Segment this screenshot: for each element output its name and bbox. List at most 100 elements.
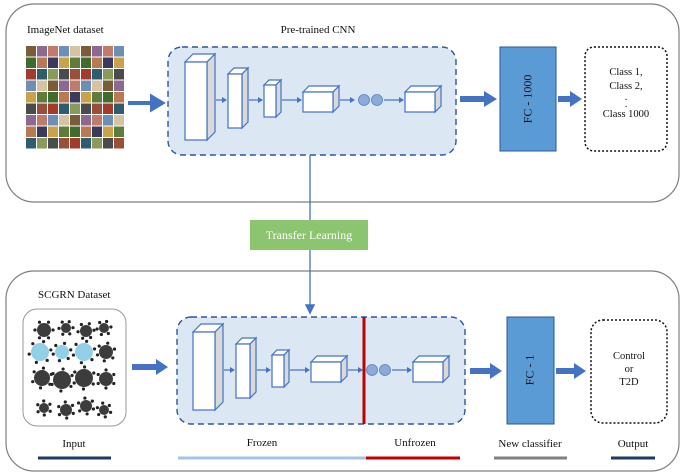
imagenet-thumbnail [59,69,69,80]
imagenet-thumbnail [81,80,91,91]
conv-layer [270,348,291,389]
fc-1-block [506,316,555,425]
imagenet-thumbnail [37,126,47,137]
imagenet-thumbnail [103,115,113,126]
imagenet-thumbnail [48,138,58,149]
ellipsis-dot [371,94,383,106]
imagenet-thumbnail [26,138,36,149]
imagenet-thumbnail [114,46,124,57]
network-thumbnail [76,322,96,340]
new-classifier-label: New classifier [498,438,562,450]
imagenet-thumbnail [70,103,80,114]
imagenet-thumbnail [81,126,91,137]
imagenet-thumbnail [70,69,80,80]
imagenet-thumbnail [26,57,36,68]
imagenet-thumbnail [114,92,124,103]
imagenet-thumbnail [92,69,102,80]
imagenet-thumbnail [92,80,102,91]
imagenet-thumbnail [70,138,80,149]
network-thumbnail [95,319,113,337]
imagenet-thumbnail [114,69,124,80]
imagenet-thumbnail [92,115,102,126]
conv-layer [301,84,341,114]
pretrained-cnn-label: Pre-trained CNN [280,24,356,36]
conv-layer [234,336,258,400]
scgrn-network-images [27,319,117,420]
imagenet-thumbnail [59,57,69,68]
fc-1-label: FC - 1 [522,354,537,386]
conv-layer [411,354,451,384]
conv-layer [183,52,217,142]
imagenet-thumbnail [92,92,102,103]
imagenet-thumbnail [70,126,80,137]
unfrozen-label: Unfrozen [394,437,436,449]
imagenet-thumbnail [59,46,69,57]
imagenet-thumbnail [114,126,124,137]
network-thumbnail [57,400,75,420]
imagenet-thumbnail [37,115,47,126]
network-thumbnail [96,368,116,390]
imagenet-thumbnail [48,80,58,91]
classes-box [584,46,668,152]
imagenet-thumbnail [70,92,80,103]
imagenet-thumbnail [26,126,36,137]
imagenet-thumbnail [59,103,69,114]
conv-layer [262,78,283,119]
imagenet-thumbnail [81,46,91,57]
network-thumbnail [72,365,96,391]
imagenet-thumbnail [81,92,91,103]
imagenet-thumbnail [48,103,58,114]
network-thumbnail [27,340,53,364]
imagenet-thumbnail [114,115,124,126]
conv-layer [226,66,250,130]
network-thumbnail [95,341,117,363]
imagenet-thumbnail [26,115,36,126]
imagenet-thumbnail [81,69,91,80]
imagenet-thumbnail [37,92,47,103]
imagenet-thumbnail [103,92,113,103]
network-thumbnail [57,320,75,336]
class-item: Class 1000 [602,109,650,120]
ellipsis-dot [379,364,391,376]
network-thumbnail [71,339,97,365]
imagenet-thumbnail [81,115,91,126]
imagenet-thumbnail [48,69,58,80]
imagenet-thumbnail [48,115,58,126]
imagenet-thumbnail [92,46,102,57]
imagenet-thumbnail [48,57,58,68]
imagenet-thumbnail [103,103,113,114]
imagenet-thumbnail [92,103,102,114]
imagenet-thumbnail [92,126,102,137]
imagenet-thumbnail [37,138,47,149]
fc-1000-block [499,46,557,152]
imagenet-thumbnail [81,103,91,114]
output-text: Control or T2D [591,350,667,389]
frozen-label: Frozen [246,437,278,449]
imagenet-thumbnail [37,57,47,68]
imagenet-thumbnail [114,80,124,91]
scgrn-dataset-label: SCGRN Dataset [38,289,111,301]
conv-layer [191,322,225,412]
output-line: T2D [619,377,639,388]
imagenet-thumbnail [37,80,47,91]
imagenet-thumbnail [70,80,80,91]
imagenet-thumbnail [114,57,124,68]
imagenet-thumbnail [92,57,102,68]
imagenet-thumbnail [59,138,69,149]
output-line: Control [612,351,646,362]
network-thumbnail [51,341,73,363]
network-thumbnail [76,396,96,416]
imagenet-thumbnail [37,69,47,80]
output-line: or [624,364,634,375]
fc-1000-label: FC - 1000 [520,74,535,124]
imagenet-thumbnail [48,46,58,57]
imagenet-thumbnail [48,92,58,103]
imagenet-thumbnail [37,103,47,114]
network-thumbnail [95,401,113,419]
imagenet-thumbnail [26,46,36,57]
imagenet-thumbnail [103,138,113,149]
transfer-learning-box: Transfer Learning [250,220,368,250]
ellipsis-dot [358,94,370,106]
imagenet-thumbnail [70,57,80,68]
imagenet-thumbnail [103,69,113,80]
